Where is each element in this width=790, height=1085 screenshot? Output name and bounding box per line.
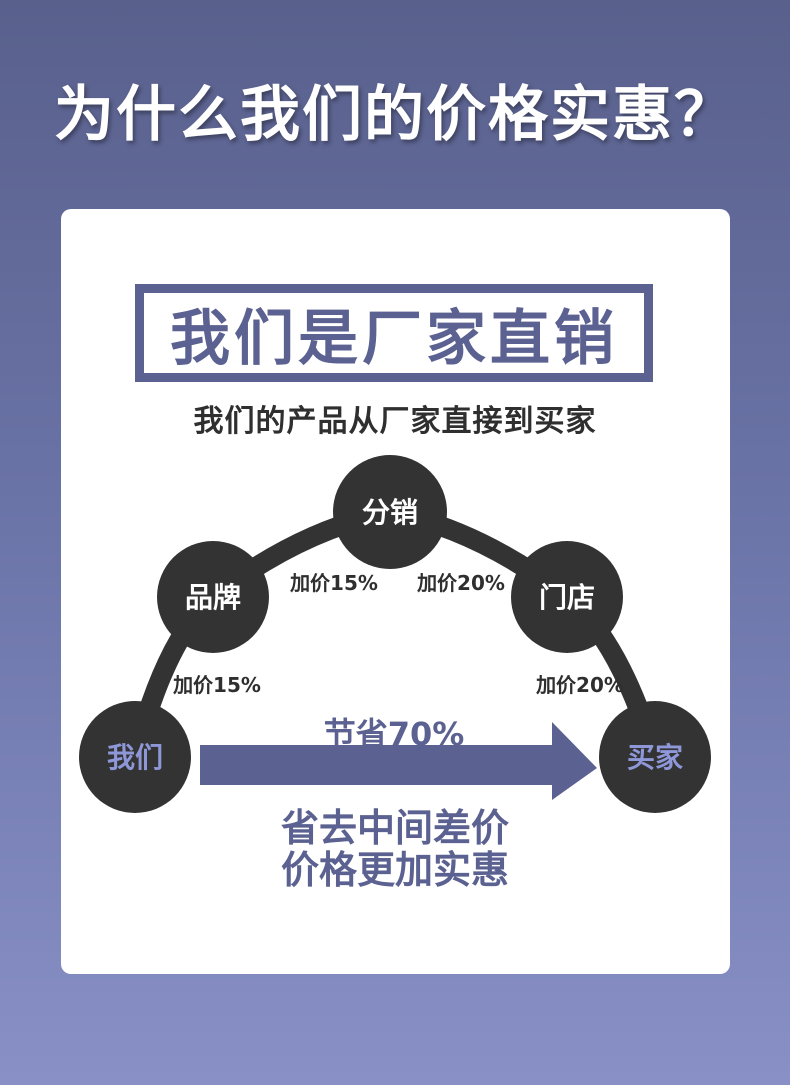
node-buyer [599, 701, 711, 813]
markup-brand-to-distribution: 加价15% [289, 571, 378, 595]
savings-label: 节省70% [324, 715, 465, 753]
node-distribution [333, 455, 447, 569]
node-distribution-label: 分销 [362, 496, 418, 529]
page-headline: 为什么我们的价格实惠？ [54, 80, 736, 150]
bottom-line-2: 价格更加实惠 [280, 848, 509, 892]
markup-store-to-buyer: 加价20% [535, 673, 624, 697]
node-us-label: 我们 [107, 741, 163, 774]
node-us [79, 701, 191, 813]
markup-distribution-to-store: 加价20% [416, 571, 505, 595]
banner-box: 我们是厂家直销 [135, 284, 653, 382]
subtitle: 我们的产品从厂家直接到买家 [193, 404, 597, 439]
node-brand-label: 品牌 [185, 581, 241, 614]
node-store-label: 门店 [539, 581, 595, 614]
node-store [511, 541, 623, 653]
markup-us-to-brand: 加价15% [172, 673, 261, 697]
node-buyer-label: 买家 [627, 741, 683, 774]
node-brand [157, 541, 269, 653]
banner-title: 我们是厂家直销 [144, 293, 644, 374]
bottom-line-1: 省去中间差价 [280, 806, 509, 850]
savings-arrow [200, 722, 597, 800]
